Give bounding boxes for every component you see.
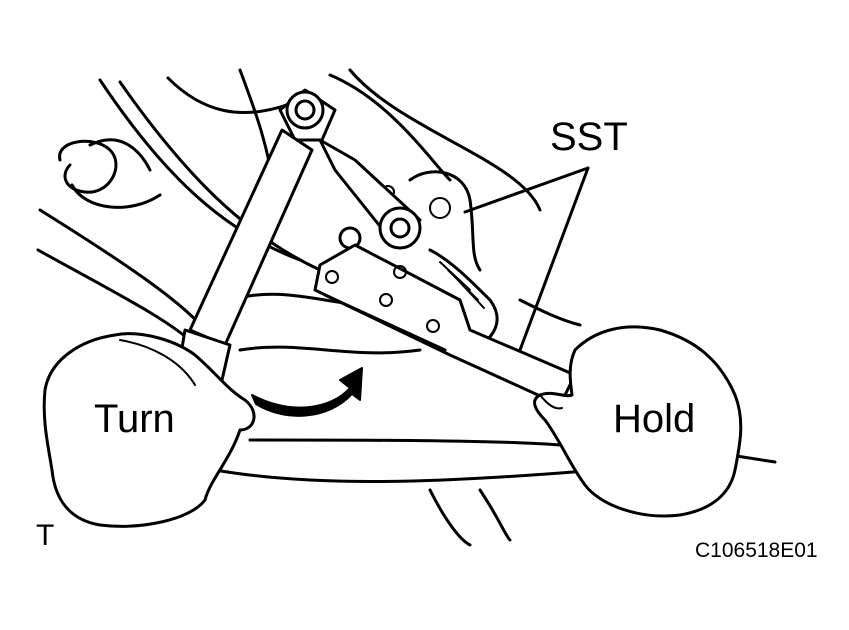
label-sst: SST [550, 115, 628, 159]
rotation-arrow-icon [251, 367, 363, 417]
right-hand [533, 325, 743, 518]
label-turn: Turn [94, 397, 175, 441]
left-hand [42, 332, 256, 528]
sst-leader-lines [463, 166, 590, 352]
chassis-outline [36, 68, 777, 547]
torque-wrench [178, 88, 422, 387]
corner-mark: T [36, 519, 54, 552]
label-hold: Hold [613, 397, 695, 441]
hose-loop [58, 138, 162, 209]
figure-code: C106518E01 [695, 539, 818, 562]
